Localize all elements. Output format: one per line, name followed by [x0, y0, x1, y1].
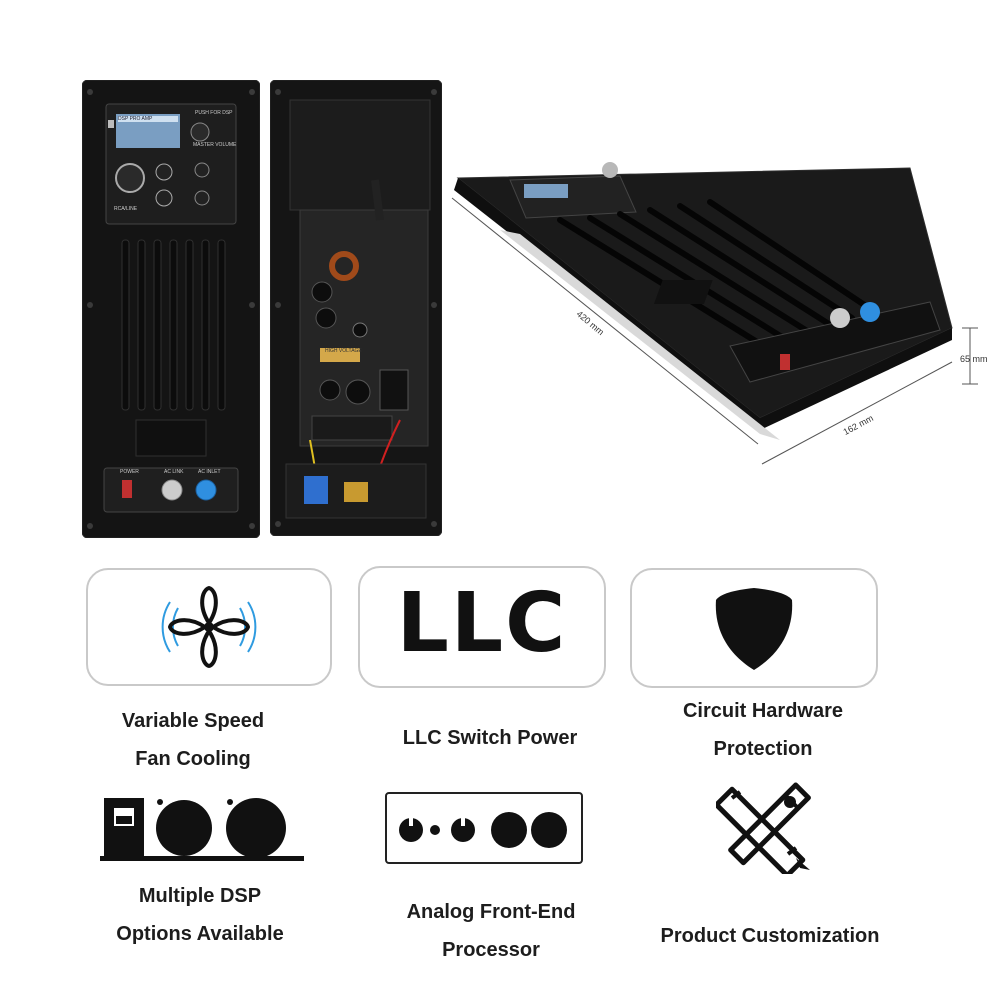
feature-label-analog-2: Processor	[442, 939, 540, 961]
push-label: PUSH FOR DSP	[195, 110, 233, 116]
ac-link-label: AC LINK	[164, 469, 184, 475]
amp-front-panel	[82, 80, 260, 538]
warning-label: HIGH VOLTAGE	[325, 348, 362, 354]
ac-inlet-label: AC INLET	[198, 469, 221, 475]
dimension-height: 65 mm	[960, 354, 988, 364]
feature-label-llc: LLC Switch Power	[402, 727, 578, 749]
analog-knobs-icon	[385, 792, 583, 864]
feature-label-fan-1: Variable Speed	[121, 710, 265, 732]
amp-perspective-view	[451, 162, 978, 465]
volume-label: MASTER VOLUME	[193, 142, 237, 148]
feature-label-fan-2: Fan Cooling	[135, 748, 251, 770]
feature-label-analog-1: Analog Front-End	[406, 901, 576, 923]
lcd-header: DSP PRO AMP	[118, 116, 153, 122]
feature-box-shield	[630, 568, 878, 688]
feature-label-shield-2: Protection	[713, 738, 813, 760]
feature-box-fan	[86, 568, 332, 686]
product-images: PUSH FOR DSP MASTER VOLUME DSP PRO AMP R…	[82, 80, 988, 538]
feature-label-dsp-2: Options Available	[116, 923, 284, 945]
shield-icon	[715, 588, 793, 670]
fan-icon	[161, 586, 257, 668]
feature-label-custom: Product Customization	[660, 925, 880, 947]
feature-box-llc: LLC	[358, 566, 606, 688]
power-label: POWER	[120, 469, 139, 475]
rca-label: RCA/LINE	[114, 206, 138, 212]
llc-text-icon: LLC	[396, 576, 568, 671]
dsp-modules-icon	[100, 798, 304, 861]
feature-label-shield-1: Circuit Hardware	[682, 700, 844, 722]
amp-internal-view	[270, 80, 442, 536]
tools-icon	[716, 782, 811, 874]
knob-shapes	[399, 812, 567, 848]
feature-label-dsp-1: Multiple DSP	[138, 885, 262, 907]
